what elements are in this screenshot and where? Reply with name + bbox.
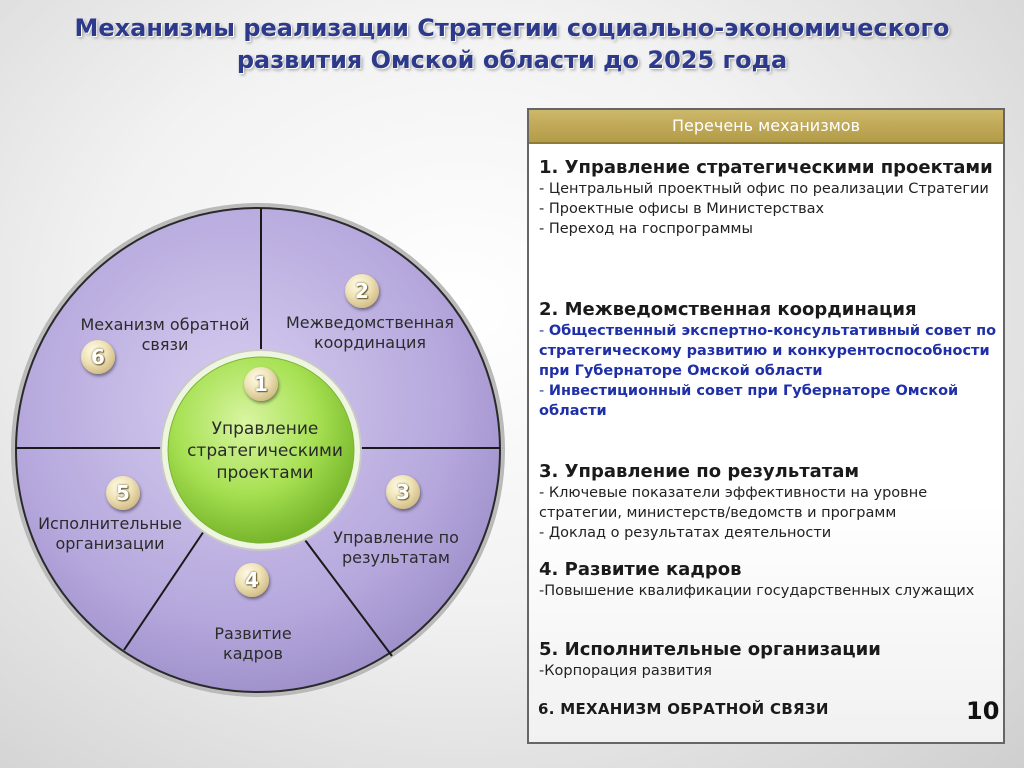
segment-label-line: Исполнительные	[38, 514, 182, 533]
segment-label-line: результатам	[342, 548, 450, 567]
number-badge-3: 3	[386, 475, 420, 509]
section-item: - Ключевые показатели эффективности на у…	[539, 485, 928, 521]
feedback-mechanism-label: 6. МЕХАНИЗМ ОБРАТНОЙ СВЯЗИ	[538, 700, 829, 718]
item-dash: -	[539, 383, 549, 399]
divider-lower-right	[304, 539, 393, 657]
item-text: Инвестиционный совет при Губернаторе Омс…	[539, 383, 959, 419]
segment-label-line: Управление по	[333, 528, 459, 547]
segment-label-line: координация	[313, 333, 427, 352]
segment-label-line: организации	[55, 534, 165, 553]
segment-label-2: Межведомственная координация	[272, 313, 468, 353]
section-title: 5. Исполнительные организации	[539, 639, 881, 660]
page-number: 10	[966, 697, 1000, 725]
section-item: - Проектные офисы в Министерствах	[539, 201, 825, 217]
center-label: Управление стратегическими проектами	[170, 418, 360, 484]
segment-label-4: Развитие кадров	[188, 624, 318, 664]
mechanism-section-2: 2. Межведомственная координация - Общест…	[539, 299, 999, 421]
number-badge-2: 2	[345, 274, 379, 308]
item-dash: -	[539, 323, 549, 339]
section-title: 1. Управление стратегическими проектами	[539, 157, 993, 178]
slide-title-line-1: Механизмы реализации Стратегии социально…	[74, 14, 950, 42]
mechanisms-panel: Перечень механизмов 1. Управление страте…	[527, 108, 1005, 744]
panel-body: 1. Управление стратегическими проектами …	[529, 144, 1003, 742]
section-title: 3. Управление по результатам	[539, 461, 860, 482]
segment-label-6: Механизм обратной связи	[60, 315, 270, 355]
section-item: - Инвестиционный совет при Губернаторе О…	[539, 381, 999, 421]
mechanism-diagram	[11, 203, 505, 697]
section-item: - Центральный проектный офис по реализац…	[539, 181, 989, 197]
segment-label-line: Развитие	[214, 624, 292, 643]
mechanism-section-1: 1. Управление стратегическими проектами …	[539, 157, 999, 239]
section-item: - Доклад о результатах деятельности	[539, 525, 832, 541]
segment-label-line: Межведомственная	[286, 313, 454, 332]
divider-lower-left	[123, 527, 207, 651]
center-label-line: стратегическими	[187, 441, 343, 461]
section-title: 2. Межведомственная координация	[539, 299, 917, 320]
number-badge-1: 1	[244, 367, 278, 401]
panel-header: Перечень механизмов	[529, 110, 1003, 144]
section-title: 4. Развитие кадров	[539, 559, 742, 580]
center-label-line: Управление	[211, 419, 319, 439]
mechanism-section-4: 4. Развитие кадров -Повышение квалификац…	[539, 559, 999, 601]
center-label-line: проектами	[216, 463, 314, 483]
slide-title-line-2: развития Омской области до 2025 года	[236, 46, 788, 74]
segment-label-5: Исполнительные организации	[22, 514, 198, 554]
number-badge-4: 4	[235, 563, 269, 597]
mechanism-section-5: 5. Исполнительные организации -Корпораци…	[539, 639, 999, 681]
section-item: -Корпорация развития	[539, 663, 713, 679]
section-item: - Переход на госпрограммы	[539, 221, 753, 237]
segment-label-line: Механизм обратной	[80, 315, 250, 334]
section-item: -Повышение квалификации государственных …	[539, 583, 975, 599]
mechanism-section-3: 3. Управление по результатам - Ключевые …	[539, 461, 999, 543]
segment-label-3: Управление по результатам	[316, 528, 476, 568]
number-badge-6: 6	[81, 340, 115, 374]
number-badge-5: 5	[106, 476, 140, 510]
segment-label-line: связи	[141, 335, 189, 354]
slide-title: Механизмы реализации Стратегии социально…	[0, 12, 1024, 76]
center-disk	[167, 356, 355, 544]
item-text: Общественный экспертно-консультативный с…	[539, 323, 997, 379]
section-item: - Общественный экспертно-консультативный…	[539, 321, 999, 381]
segment-label-line: кадров	[223, 644, 283, 663]
